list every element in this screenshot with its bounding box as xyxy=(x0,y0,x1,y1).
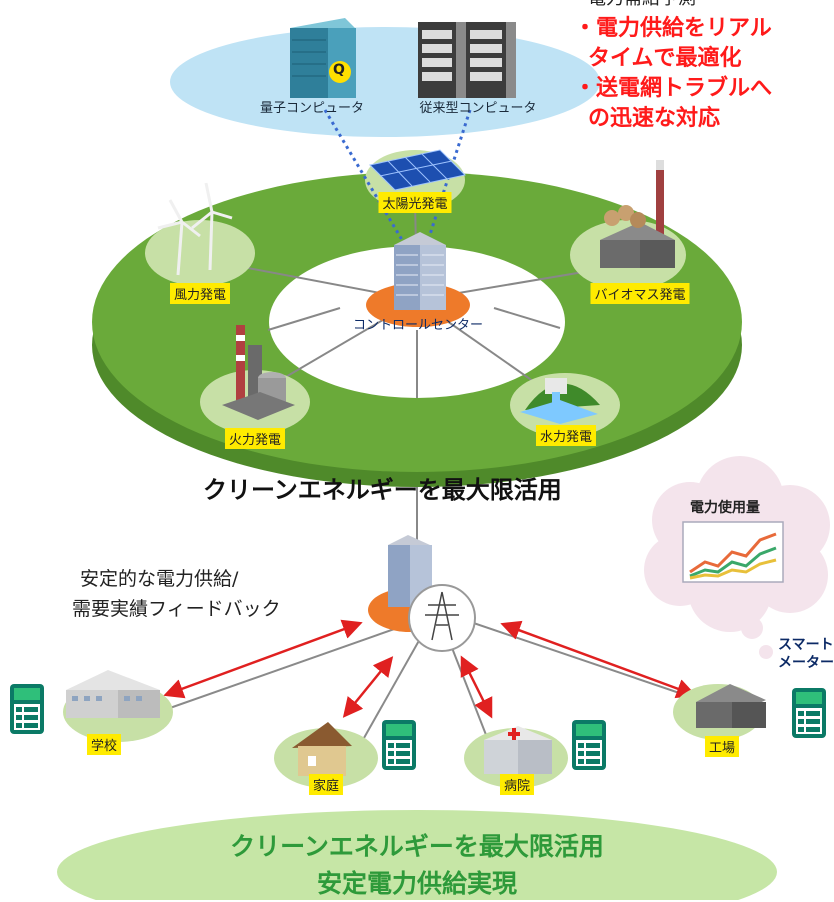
supply-text-line-2: 需要実績フィードバック xyxy=(72,598,281,620)
smart-meter-icon xyxy=(10,684,826,770)
solar-label: 太陽光発電 xyxy=(378,192,452,213)
summary-ellipse xyxy=(57,810,777,900)
thermal-plant-icon xyxy=(222,325,295,420)
computer-area xyxy=(170,27,600,137)
thermal-label: 火力発電 xyxy=(224,428,286,449)
supply-text-line-1: 安定的な電力供給/ xyxy=(80,568,239,590)
classical-computer-icon xyxy=(418,22,516,98)
quantum-computer-label: 量子コンピュータ xyxy=(259,101,365,116)
benefit-line-3: ・送電網トラブルへ xyxy=(574,76,773,101)
smart-meter-label-line-2: メーター xyxy=(778,655,834,671)
solar-panel-icon xyxy=(368,149,467,191)
headline: クリーンエネルギーを最大限活用 xyxy=(203,476,562,504)
benefits-heading: 電力需給予測 xyxy=(574,0,772,14)
school-label: 学校 xyxy=(86,734,122,755)
usage-cloud-title: 電力使用量 xyxy=(690,500,760,516)
summary-line-1: クリーンエネルギーを最大限活用 xyxy=(230,832,604,861)
factory-label: 工場 xyxy=(704,736,740,757)
smart-meter-label: スマート メーター xyxy=(778,636,834,672)
benefit-line-2: タイムで最適化 xyxy=(588,46,742,71)
control-center-label: コントロールセンター xyxy=(352,318,484,333)
wind-turbine-icon xyxy=(157,182,233,276)
data-flow-arrows xyxy=(163,619,697,719)
quantum-mark: Q xyxy=(333,62,345,78)
hospital-icon xyxy=(484,726,552,774)
summary-line-2: 安定電力供給実現 xyxy=(316,869,517,898)
benefit-line-4: の迅速な対応 xyxy=(588,106,721,131)
school-icon xyxy=(66,670,160,718)
benefit-line-1: ・電力供給をリアル xyxy=(574,16,772,41)
quantum-computer-icon xyxy=(290,18,356,98)
hospital-label: 病院 xyxy=(499,774,535,795)
home-label: 家庭 xyxy=(308,774,344,795)
usage-graph-icon xyxy=(682,521,784,583)
home-icon xyxy=(292,722,352,776)
transmission-tower-icon xyxy=(408,584,476,652)
control-center-icon xyxy=(366,232,470,327)
factory-icon xyxy=(696,684,766,728)
smart-meter-label-line-1: スマート xyxy=(778,637,834,653)
data-link-lines xyxy=(323,109,472,251)
supply-text: 安定的な電力供給/ 需要実績フィードバック xyxy=(72,564,281,624)
classical-computer-label: 従来型コンピュータ xyxy=(419,101,537,116)
benefits-list: 電力需給予測 ・電力供給をリアル タイムで最適化 ・送電網トラブルへ の迅速な対… xyxy=(574,0,772,134)
biomass-label: バイオマス発電 xyxy=(590,283,690,304)
biomass-plant-icon xyxy=(600,160,675,268)
hydro-plant-icon xyxy=(520,378,600,424)
wind-label: 風力発電 xyxy=(169,283,231,304)
hydro-label: 水力発電 xyxy=(535,425,597,446)
